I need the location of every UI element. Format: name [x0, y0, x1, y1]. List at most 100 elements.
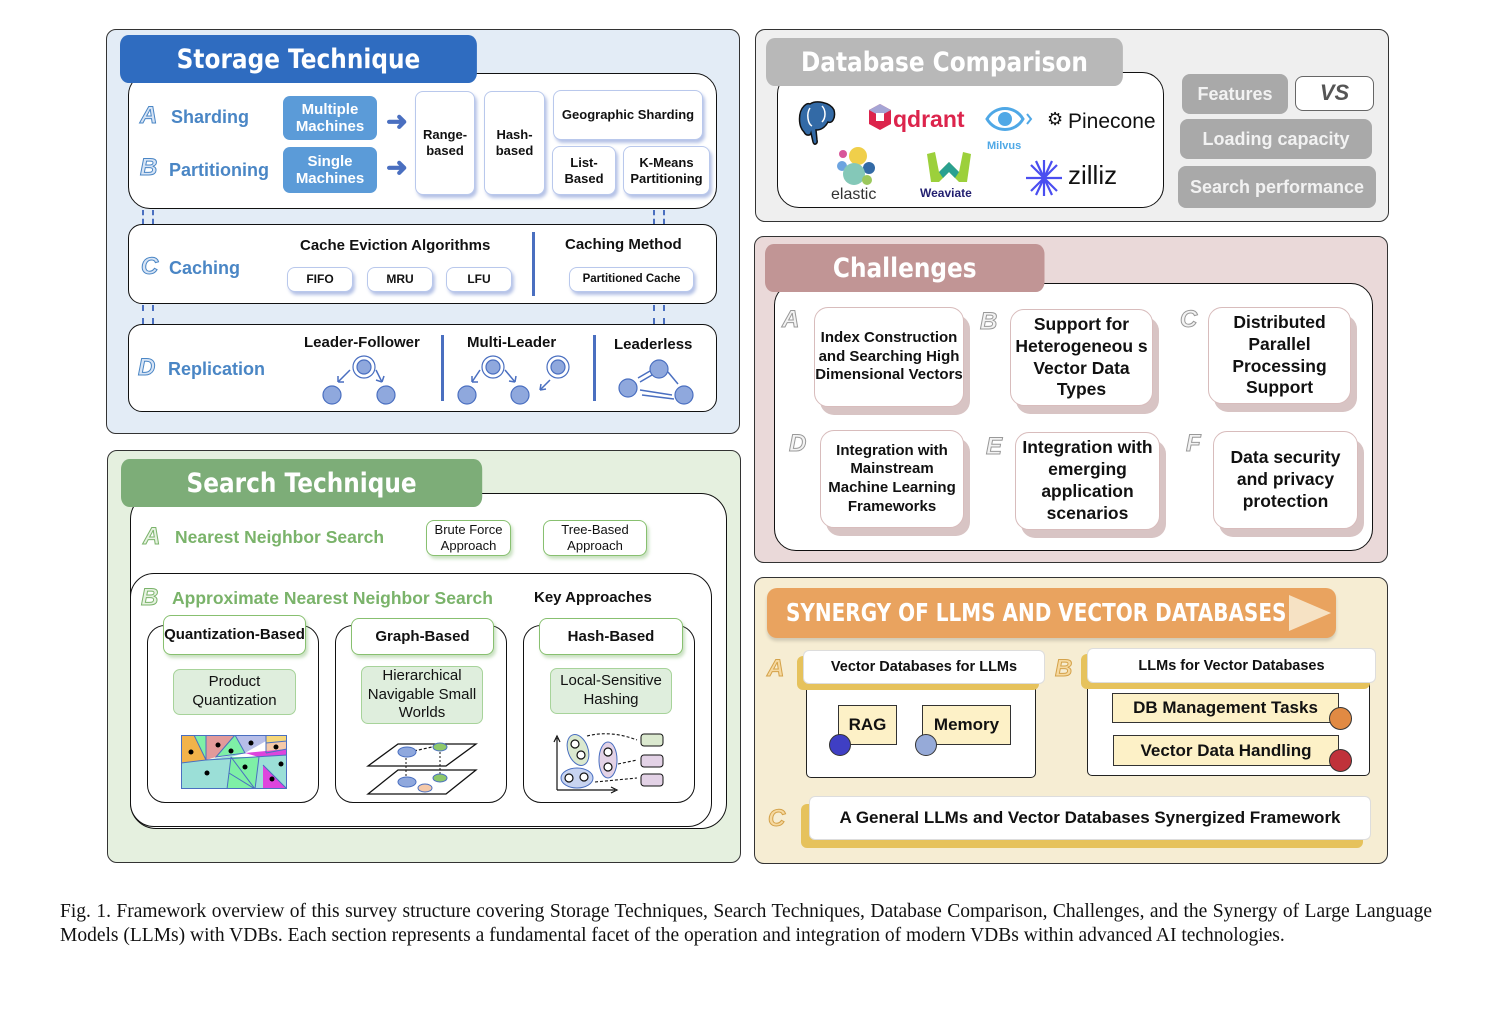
sharding-letter: A — [139, 102, 158, 130]
quantization-based-title: Quantization-Based — [163, 615, 306, 655]
postgresql-logo-icon — [798, 101, 836, 145]
list-based-box: List-Based — [552, 146, 616, 195]
cache-eviction-title: Cache Eviction Algorithms — [300, 237, 491, 254]
sharding-label: Sharding — [171, 107, 250, 127]
challenge-letter-f: F — [1186, 430, 1202, 458]
anns-label: Approximate Nearest Neighbor Search — [172, 588, 493, 608]
replication-diagrams-icon — [322, 355, 694, 405]
key-approaches-title: Key Approaches — [534, 589, 652, 606]
lsh-box: Local-Sensitive Hashing — [550, 668, 672, 714]
database-comparison-header: Database Comparison — [766, 38, 1123, 86]
multiple-machines-box: Multiple Machines — [283, 96, 377, 140]
multi-leader-title: Multi-Leader — [467, 334, 557, 351]
challenge-e-box: Integration with emerging application sc… — [1015, 432, 1160, 530]
synergy-b-title: LLMs for Vector Databases — [1087, 648, 1376, 683]
graph-based-title: Graph-Based — [351, 618, 494, 655]
db-management-dot-icon — [1329, 707, 1352, 730]
challenge-b-box: Support for Heterogeneou s Vector Data T… — [1010, 309, 1153, 406]
memory-dot-icon — [915, 734, 937, 756]
challenge-letter-d: D — [788, 430, 807, 458]
replication-box — [128, 324, 717, 412]
lfu-box: LFU — [446, 267, 512, 292]
connector-dash — [152, 305, 154, 324]
challenge-letter-a: A — [781, 306, 800, 334]
caching-label: Caching — [169, 258, 241, 278]
db-management-tasks-tag: DB Management Tasks — [1112, 693, 1339, 723]
challenge-letter-b: B — [979, 308, 998, 336]
arrow-right-icon: ➜ — [386, 152, 408, 182]
product-quantization-box: Product Quantization — [173, 669, 296, 715]
connector-dash — [663, 210, 665, 224]
challenge-f-box: Data security and privacy protection — [1213, 431, 1358, 529]
leader-follower-title: Leader-Follower — [304, 334, 420, 351]
nns-letter: A — [142, 523, 161, 551]
pinecone-logo-icon: ⚙ — [1047, 109, 1064, 129]
challenge-letter-e: E — [985, 433, 1003, 461]
qdrant-logo-text: qdrant — [893, 106, 965, 132]
vector-data-dot-icon — [1329, 749, 1352, 772]
nns-label: Nearest Neighbor Search — [175, 527, 385, 547]
pinecone-logo-text: Pinecone — [1068, 110, 1156, 133]
play-arrow-icon — [1289, 595, 1331, 631]
memory-tag: Memory — [922, 705, 1011, 745]
challenge-d-box: Integration with Mainstream Machine Lear… — [820, 430, 964, 528]
weaviate-logo-text: Weaviate — [920, 186, 972, 200]
synergy-title: SYNERGY OF LLMS AND VECTOR DATABASES — [786, 598, 1287, 627]
arrow-right-icon: ➜ — [386, 106, 408, 136]
synergy-letter-b: B — [1054, 655, 1073, 683]
challenge-a-box: Index Construction and Searching High Di… — [814, 307, 964, 407]
qdrant-logo-icon — [869, 104, 891, 130]
divider — [441, 335, 444, 401]
weaviate-logo-icon — [927, 152, 971, 182]
caching-letter: C — [140, 253, 159, 281]
mru-box: MRU — [367, 267, 433, 292]
challenge-c-box: Distributed Parallel Processing Support — [1208, 307, 1351, 404]
hnsw-graph-icon — [366, 742, 478, 795]
brute-force-approach-box: Brute Force Approach — [426, 520, 511, 556]
milvus-logo-text: Milvus — [987, 140, 1022, 152]
anns-letter: B — [140, 584, 159, 612]
challenge-letter-c: C — [1179, 306, 1198, 334]
synergy-letter-a: A — [766, 655, 785, 683]
connector-dash — [152, 210, 154, 224]
challenges-header: Challenges — [765, 244, 1045, 292]
divider — [532, 232, 535, 296]
partitioned-cache-box: Partitioned Cache — [569, 267, 694, 292]
vs-label: VS — [1295, 76, 1374, 111]
voronoi-partition-icon — [181, 735, 287, 789]
tree-based-approach-box: Tree-Based Approach — [543, 520, 647, 556]
lsh-buckets-icon — [553, 733, 664, 794]
connector-dash — [653, 305, 655, 324]
divider — [593, 335, 596, 401]
single-machines-box: Single Machines — [283, 147, 377, 193]
rag-dot-icon — [829, 734, 851, 756]
db-logos-box — [777, 72, 1164, 208]
leaderless-title: Leaderless — [614, 336, 693, 353]
loading-capacity-criterion: Loading capacity — [1180, 119, 1372, 159]
partitioning-label: Partitioning — [169, 160, 269, 180]
connector-dash — [142, 305, 144, 324]
features-criterion: Features — [1182, 74, 1288, 114]
elastic-logo-icon — [837, 147, 875, 185]
search-performance-criterion: Search performance — [1178, 166, 1376, 208]
zilliz-logo-text: zilliz — [1068, 160, 1118, 190]
figure-caption: Fig. 1. Framework overview of this surve… — [60, 901, 1432, 946]
synergy-c-title: A General LLMs and Vector Databases Syne… — [809, 796, 1371, 840]
search-technique-header: Search Technique — [121, 459, 483, 507]
fifo-box: FIFO — [287, 267, 353, 292]
connector-dash — [142, 210, 144, 224]
caching-method-title: Caching Method — [565, 236, 682, 253]
milvus-logo-icon — [985, 107, 1033, 131]
vector-data-handling-tag: Vector Data Handling — [1113, 735, 1339, 766]
replication-letter: D — [137, 354, 156, 382]
partitioning-letter: B — [139, 154, 158, 182]
zilliz-logo-icon — [1026, 160, 1062, 196]
hash-based-title: Hash-Based — [539, 618, 683, 655]
synergy-a-title: Vector Databases for LLMs — [803, 650, 1045, 684]
k-means-partitioning-box: K-Means Partitioning — [623, 146, 710, 195]
connector-dash — [653, 210, 655, 224]
geographic-sharding-box: Geographic Sharding — [553, 90, 703, 140]
elastic-logo-text: elastic — [831, 186, 877, 203]
connector-dash — [663, 305, 665, 324]
synergy-header — [767, 588, 1336, 638]
